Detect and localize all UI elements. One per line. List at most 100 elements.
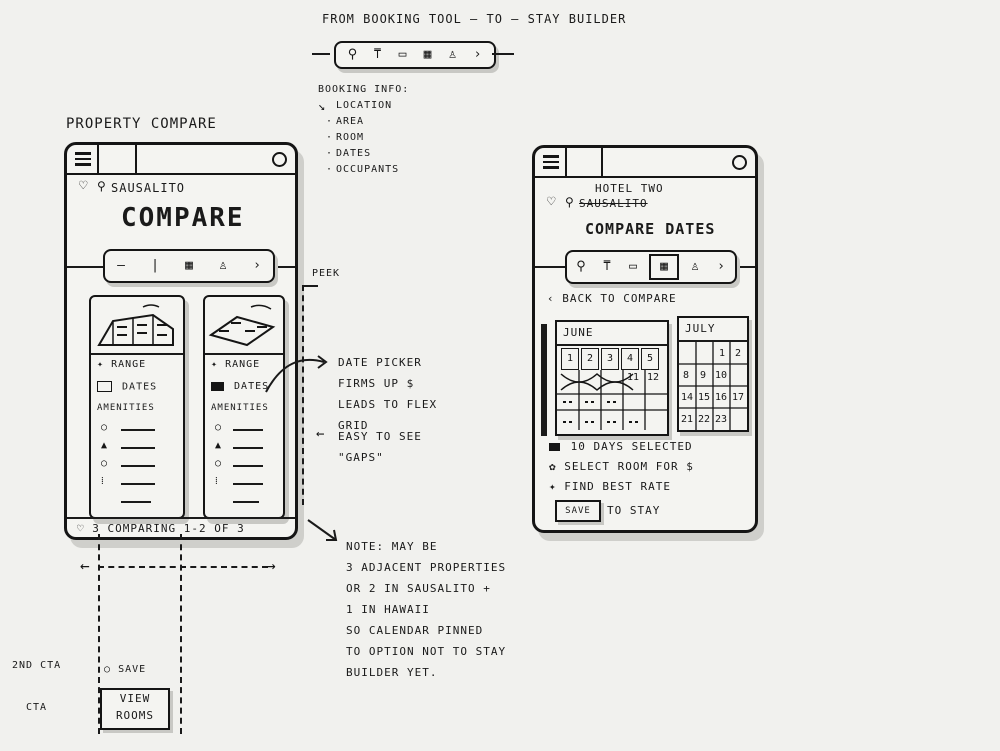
calendar-day[interactable]: 11 xyxy=(627,372,640,383)
building-image xyxy=(97,304,174,346)
calendar-icon xyxy=(211,381,224,391)
right-phone-topbar xyxy=(535,148,755,178)
calendar-icon[interactable]: ▦ xyxy=(423,47,432,62)
calendar-day[interactable]: 1 xyxy=(719,348,726,359)
gaps-note: EASY TO SEE "GAPS" xyxy=(338,430,422,464)
account-icon[interactable] xyxy=(732,155,747,170)
select-room[interactable]: ✿ SELECT ROOM FOR $ xyxy=(549,460,694,473)
compare-filter-bar[interactable]: — | ▦ ♙ › xyxy=(103,249,275,283)
filter-line-right xyxy=(259,266,295,268)
person-icon[interactable]: ♙ xyxy=(219,258,227,273)
calendar-day[interactable]: 22 xyxy=(698,414,711,425)
bullet-arrow-icon: ↘ xyxy=(318,99,326,113)
chevron-right-icon[interactable]: › xyxy=(473,47,482,62)
calendar-icon[interactable]: ▦ xyxy=(649,254,679,280)
booking-tool-nav[interactable]: ⚲ ⍑ ▭ ▦ ♙ › xyxy=(334,41,496,69)
calendar-icon[interactable]: ▦ xyxy=(185,258,193,273)
nav-line-left xyxy=(535,266,565,268)
page-title: COMPARE xyxy=(121,203,245,233)
calendar-day[interactable]: 17 xyxy=(732,392,745,403)
calendar-day[interactable]: 1 xyxy=(561,348,579,370)
tag-icon: ✦ xyxy=(97,359,105,370)
amenity-line xyxy=(233,465,263,467)
calendar-day[interactable]: 9 xyxy=(700,370,707,381)
find-best-rate[interactable]: ✦ FIND BEST RATE xyxy=(549,480,671,493)
amenity-line xyxy=(121,447,155,449)
calendar-header-line xyxy=(557,344,667,346)
save-to-stay-button[interactable]: SAVE xyxy=(555,500,601,522)
room-bed-icon[interactable]: ▭ xyxy=(629,259,637,274)
back-to-compare-link[interactable]: ‹ BACK TO COMPARE xyxy=(547,292,677,305)
calendar-icon xyxy=(549,443,560,451)
room-bed-icon[interactable]: ▭ xyxy=(398,47,407,62)
range-label: ✦ RANGE xyxy=(211,359,261,370)
heart-icon[interactable]: ♡ xyxy=(547,194,556,210)
heart-icon[interactable]: ♡ xyxy=(79,178,88,194)
heart-icon[interactable]: ♡ xyxy=(77,522,85,535)
nav-dash-left xyxy=(312,53,330,55)
location-pin-icon: ⚲ xyxy=(565,195,574,209)
amenity-dots-icon: ⁞ xyxy=(101,476,104,487)
property-card[interactable]: ✦ RANGE DATES AMENITIES ○ ▲ ○ ⁞ xyxy=(203,295,285,519)
calendar-day[interactable]: 3 xyxy=(601,348,619,370)
calendar-day[interactable]: 14 xyxy=(681,392,694,403)
footer-divider xyxy=(67,517,295,519)
calendar-day[interactable]: 2 xyxy=(581,348,599,370)
amenity-line xyxy=(233,501,259,503)
calendar-icon xyxy=(97,381,112,392)
save-cta[interactable]: ○ SAVE xyxy=(104,664,147,675)
calendar-day[interactable]: 21 xyxy=(681,414,694,425)
calendar-day[interactable]: 15 xyxy=(698,392,711,403)
calendar-day[interactable]: 10 xyxy=(715,370,728,381)
calendar-day[interactable]: 2 xyxy=(735,348,742,359)
area-sign-icon[interactable]: ⍑ xyxy=(373,47,382,62)
calendar-day[interactable]: 4 xyxy=(621,348,639,370)
amenity-dots-icon: ⁞ xyxy=(215,476,218,487)
scroll-arrow-left-icon: ← xyxy=(80,556,90,575)
compare-footer[interactable]: ♡ 3 COMPARING 1-2 OF 3 xyxy=(77,522,245,535)
annotation-arrow-left-icon: ← xyxy=(316,426,325,442)
area-sign-icon[interactable]: ⍑ xyxy=(603,259,611,274)
person-icon[interactable]: ♙ xyxy=(691,259,699,274)
calendar-day[interactable]: 8 xyxy=(683,370,690,381)
tag-icon: ✦ xyxy=(549,480,557,493)
person-icon[interactable]: ♙ xyxy=(448,47,457,62)
hamburger-menu-icon[interactable] xyxy=(543,155,559,169)
calendar-july[interactable]: JULY 1 2 8 9 10 14 15 16 17 21 22 23 xyxy=(677,316,749,432)
nav-dash-right xyxy=(492,53,514,55)
chevron-right-icon[interactable]: › xyxy=(717,259,725,274)
bullet-icon: · xyxy=(326,164,333,175)
room-icon: ✿ xyxy=(549,460,557,473)
peek-label: PEEK xyxy=(312,268,341,279)
account-icon[interactable] xyxy=(272,152,287,167)
calendar-day[interactable]: 23 xyxy=(715,414,728,425)
calendar-day[interactable]: 16 xyxy=(715,392,728,403)
radio-circle-icon: ○ xyxy=(104,664,112,675)
booking-tool-nav[interactable]: ⚲ ⍑ ▭ ▦ ♙ › xyxy=(565,250,737,284)
dates-label[interactable]: DATES xyxy=(97,381,157,393)
amenity-triangle-icon: ▲ xyxy=(215,440,222,451)
guide-dashed-line xyxy=(98,534,100,734)
days-selected: 10 DAYS SELECTED xyxy=(549,440,693,453)
calendar-june[interactable]: JUNE 1 2 3 4 5 11 12 xyxy=(555,320,669,436)
header-title: FROM BOOKING TOOL — TO — STAY BUILDER xyxy=(322,12,627,26)
peek-bracket-side xyxy=(302,285,306,505)
calendar-day[interactable]: 12 xyxy=(647,372,660,383)
hamburger-menu-icon[interactable] xyxy=(75,152,91,166)
dates-label[interactable]: DATES xyxy=(211,381,269,392)
second-cta-label: 2ND CTA xyxy=(12,660,62,671)
view-rooms-button[interactable]: VIEW ROOMS xyxy=(100,688,170,730)
nav-line-right xyxy=(725,266,755,268)
location-pin-icon[interactable]: ⚲ xyxy=(576,259,586,274)
property-card[interactable]: ✦ RANGE DATES AMENITIES ○ ▲ ○ ⁞ xyxy=(89,295,185,519)
calendar-day[interactable]: 5 xyxy=(641,348,659,370)
dash-icon: — xyxy=(117,258,125,273)
location-pin-icon[interactable]: ⚲ xyxy=(347,47,358,62)
to-stay-label: TO STAY xyxy=(607,504,661,517)
tab-block[interactable] xyxy=(565,148,603,176)
booking-info-item: LOCATION xyxy=(336,100,393,111)
chevron-right-icon[interactable]: › xyxy=(253,258,261,273)
tab-block[interactable] xyxy=(97,145,137,173)
selected-range-marks xyxy=(557,370,667,430)
location-pin-icon: ⚲ xyxy=(97,179,106,193)
